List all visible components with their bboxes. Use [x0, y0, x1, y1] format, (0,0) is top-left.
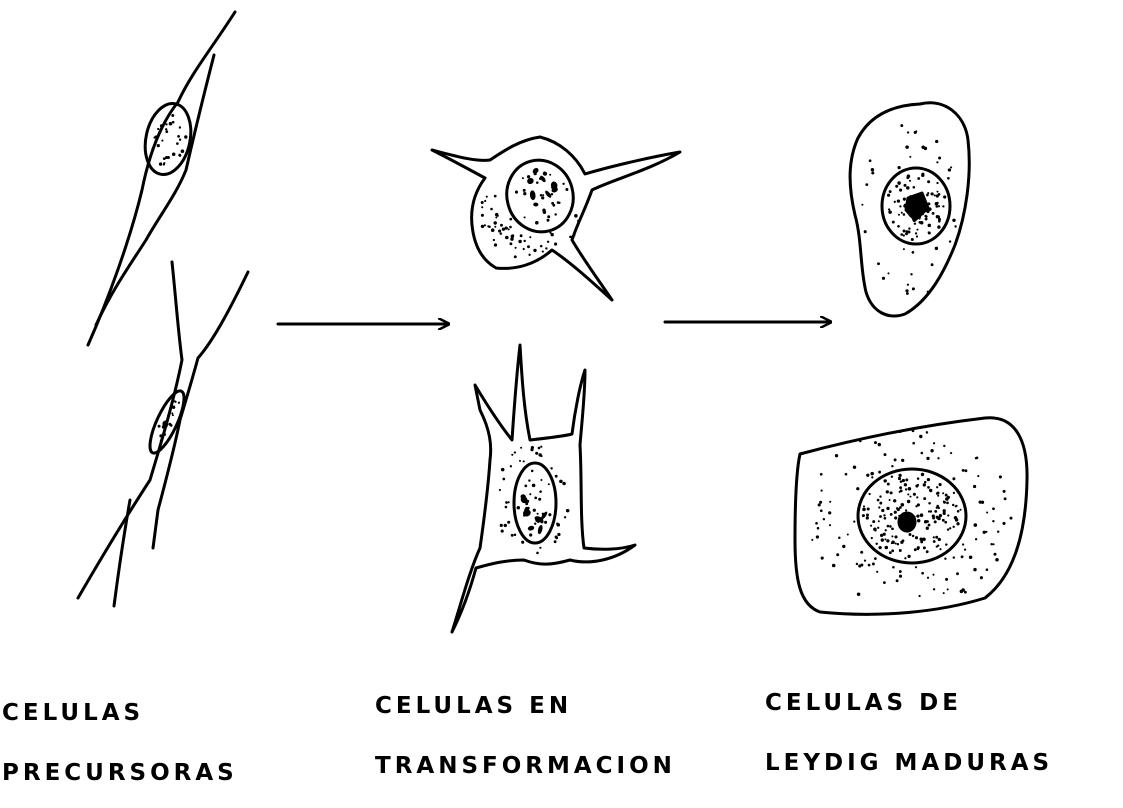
caption-precursor-line1: CELULAS — [2, 700, 144, 726]
nucleolus-lower — [899, 513, 915, 531]
precursor-cell-lower — [78, 262, 248, 606]
caption-transforming-line2: TRANSFORMACION — [375, 753, 676, 779]
precursor-cell-upper — [88, 12, 235, 345]
caption-mature-line2: LEYDIG MADURAS — [765, 750, 1053, 776]
caption-precursor-line2: PRECURSORAS — [2, 760, 238, 786]
caption-mature-line1: CELULAS DE — [765, 690, 962, 716]
transforming-nucleus-lower — [514, 463, 556, 543]
transforming-cell-upper — [432, 137, 680, 300]
chromatin-transforming-lower — [519, 494, 548, 535]
stipple-transforming-nucleus-lower — [517, 470, 552, 537]
caption-transforming-line1: CELULAS EN — [375, 693, 572, 719]
transforming-cell-lower — [452, 345, 635, 632]
mature-cell-lower — [795, 418, 1027, 615]
chromatin-transforming-upper — [526, 167, 559, 207]
mature-cell-upper — [850, 103, 969, 316]
stipple-transforming-cytoplasm-upper — [481, 195, 580, 259]
